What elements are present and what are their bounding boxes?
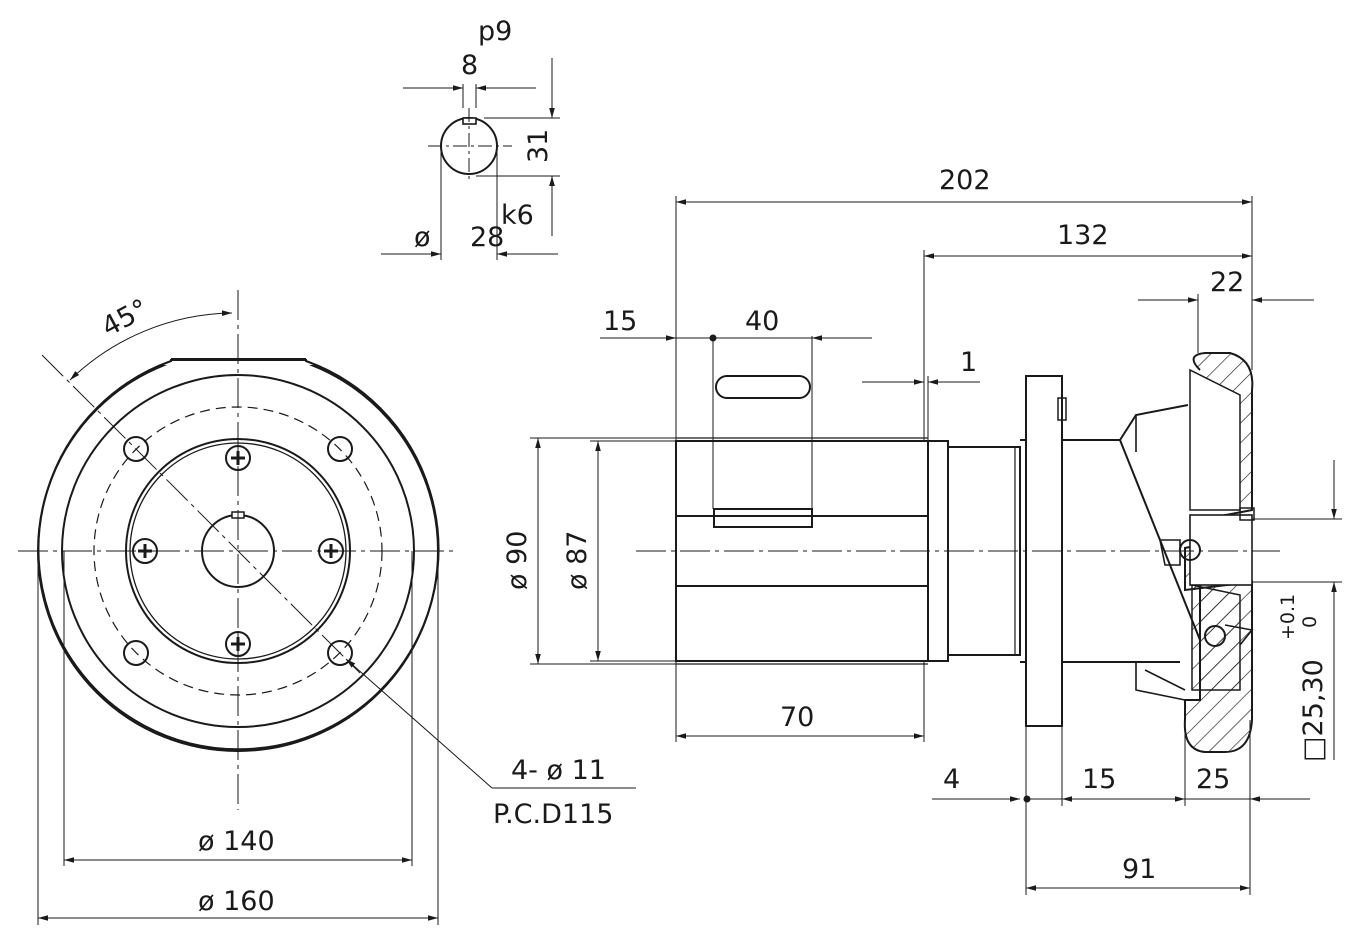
length-15-top-label: 15 (603, 306, 637, 337)
length-25-label: 25 (1196, 764, 1230, 795)
length-70-label: 70 (780, 702, 814, 733)
bore-tolerance-lower: 0 (1299, 616, 1321, 628)
dia-90-label: ø 90 (502, 531, 533, 590)
hole-spec-label: 4- ø 11 (511, 755, 606, 786)
screw-icon (225, 445, 251, 471)
mounting-hole (327, 640, 353, 666)
length-91-label: 91 (1122, 854, 1156, 885)
length-15-bottom-label: 15 (1082, 764, 1116, 795)
dia-160-label: ø 160 (198, 886, 275, 917)
length-22-label: 22 (1210, 267, 1244, 298)
length-4-label: 4 (943, 764, 960, 795)
keyway-detail: p9 8 31 ø 28 k6 (381, 16, 560, 260)
pcd-label: P.C.D115 (493, 799, 613, 830)
mounting-hole (327, 436, 353, 462)
shaft-dia-symbol: ø (414, 222, 431, 253)
dia-87-label: ø 87 (562, 531, 593, 590)
screw-icon (318, 538, 344, 564)
shaft-tolerance-label: k6 (501, 200, 534, 231)
length-1-label: 1 (960, 347, 977, 378)
bore-size-label: □25,30 (1298, 659, 1329, 762)
length-132-label: 132 (1057, 220, 1109, 251)
mounting-hole (123, 640, 149, 666)
key-width-label: 8 (461, 50, 478, 81)
screw-icon (225, 631, 251, 657)
length-40-label: 40 (745, 306, 779, 337)
mounting-hole (123, 436, 149, 462)
dia-140-label: ø 140 (198, 826, 275, 857)
bore-tolerance-upper: +0.1 (1277, 594, 1299, 640)
front-view: 45° 4- ø 11 P.C.D115 ø 140 ø 160 (18, 290, 636, 925)
keyway-tolerance-label: p9 (478, 16, 512, 47)
angle-label: 45° (97, 293, 154, 343)
side-view: 202 132 22 15 40 1 ø 90 ø (502, 165, 1342, 895)
screw-icon (132, 538, 158, 564)
shaft-dia-label: 28 (470, 222, 504, 253)
length-202-label: 202 (939, 165, 991, 196)
shaft-height-label: 31 (523, 129, 554, 163)
